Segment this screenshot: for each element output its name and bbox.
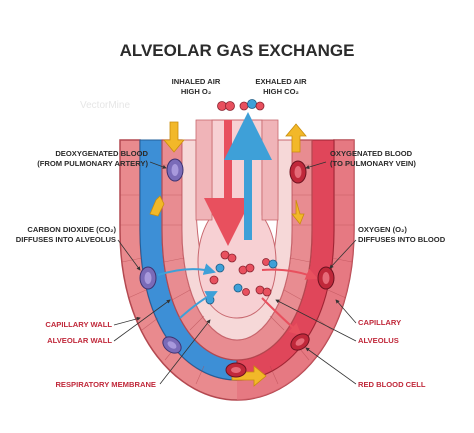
label-inhaled-air: INHALED AIR — [172, 77, 221, 86]
label-o2: OXYGEN (O₂) — [358, 225, 407, 234]
co2-molecule-top — [239, 99, 265, 111]
label-oxygenated-blood: OXYGENATED BLOOD — [330, 149, 413, 158]
gas-molecules-in-alveolus — [205, 250, 278, 305]
label-to-pulmonary-vein: (TO PULMONARY VEIN) — [330, 159, 416, 168]
flow-arrow-mid-left — [149, 195, 165, 217]
o2-diffusion-arrows — [261, 268, 318, 336]
flow-arrow-up-right — [285, 123, 307, 153]
o2-molecule-top — [217, 101, 235, 111]
label-alveolar-wall: ALVEOLAR WALL — [47, 336, 112, 345]
label-co2-diffuses: DIFFUSES INTO ALVEOLUS — [16, 235, 116, 244]
co2-diffusion-arrows — [157, 263, 218, 319]
label-from-pulmonary-artery: (FROM PULMONARY ARTERY) — [37, 159, 148, 168]
label-capillary: CAPILLARY — [358, 318, 401, 327]
airway-wall-right — [261, 119, 279, 221]
red-blood-cells — [139, 158, 335, 378]
airway-wall-left — [195, 119, 213, 221]
blood-flow-arrows — [149, 121, 307, 387]
capillary-wall-outer-right — [237, 140, 354, 400]
label-deoxygenated-blood: DEOXYGENATED BLOOD — [55, 149, 148, 158]
label-co2: CARBON DIOXIDE (CO₂) — [27, 225, 116, 234]
label-capillary-wall: CAPILLARY WALL — [45, 320, 112, 329]
leader-lines — [113, 161, 357, 385]
label-respiratory-membrane: RESPIRATORY MEMBRANE — [55, 380, 156, 389]
label-red-blood-cell: RED BLOOD CELL — [358, 380, 426, 389]
watermark: VectorMine — [80, 100, 130, 111]
labels: INHALED AIR HIGH O₂ EXHALED AIR HIGH CO₂… — [16, 77, 446, 389]
label-o2-diffuses: DIFFUSES INTO BLOOD — [358, 235, 446, 244]
label-exhaled-co2: HIGH CO₂ — [263, 87, 299, 96]
label-inhaled-o2: HIGH O₂ — [181, 87, 211, 96]
label-exhaled-air: EXHALED AIR — [255, 77, 307, 86]
page-title: ALVEOLAR GAS EXCHANGE — [120, 41, 355, 60]
flow-arrow-mid-right — [291, 199, 305, 225]
flow-arrow-down-left — [163, 121, 185, 153]
label-alveolus: ALVEOLUS — [358, 336, 399, 345]
flow-arrow-bottom — [231, 365, 267, 387]
